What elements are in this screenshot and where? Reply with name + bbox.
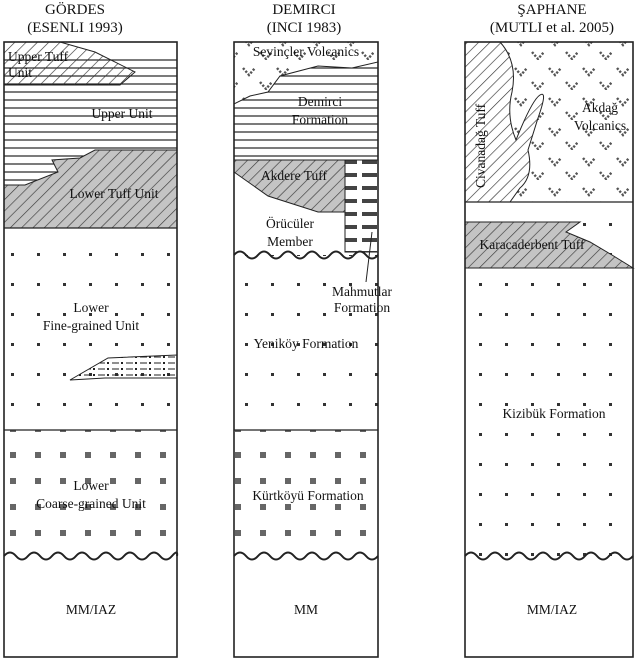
label-mahmutlar-formation-2: Formation — [334, 300, 390, 315]
label-kurtkoyu-formation: Kürtköyü Formation — [252, 488, 364, 503]
column-frame — [233, 41, 379, 658]
label-demirci-formation: Demirci — [298, 94, 342, 109]
mahmutlar-formation-layer — [344, 159, 379, 253]
yenikoy-formation-layer — [234, 255, 378, 430]
mahmutlar-leader-line — [365, 231, 373, 283]
label-lower-fine-grained: Lower — [73, 300, 109, 315]
label-civanadag-tuff: Civanadağ Tuff — [473, 103, 488, 188]
civanadag-tuff-layer — [464, 41, 544, 203]
label-basement: MM — [294, 602, 318, 617]
column-source-gordes: (ESENLI 1993) — [27, 20, 122, 36]
label-yenikoy-formation: Yeniköy Formation — [254, 336, 359, 351]
kurtkoyu-formation-layer — [234, 430, 378, 556]
label-karacaderbent-tuff: Karacaderbent Tuff — [479, 237, 585, 252]
label-basement: MM/IAZ — [66, 602, 116, 617]
column-gordes: GÖRDES (ESENLI 1993) Upper Tuff Unit Upp… — [3, 1, 179, 658]
column-title-demirci: DEMIRCI — [272, 2, 335, 18]
label-oruculer-member: Örücüler — [266, 216, 314, 231]
column-source-demirci: (INCI 1983) — [267, 20, 342, 36]
column-source-saphane: (MUTLI et al. 2005) — [490, 20, 614, 36]
label-lower-coarse-grained: Lower — [73, 478, 109, 493]
label-basement: MM/IAZ — [527, 602, 577, 617]
label-akdag-volcanics: Akdağ — [582, 100, 618, 115]
lower-fine-grained-layer — [4, 228, 177, 430]
column-saphane: ŞAPHANE (MUTLI et al. 2005) Civanadağ Tu… — [464, 2, 635, 658]
label-upper-unit: Upper Unit — [91, 106, 152, 121]
column-frame — [464, 41, 634, 658]
lower-coarse-grained-layer — [4, 430, 177, 554]
label-upper-tuff-unit-2: Unit — [8, 65, 32, 80]
label-oruculer-member-2: Member — [267, 234, 313, 249]
unconformity-line — [233, 551, 379, 561]
label-demirci-formation-2: Formation — [292, 112, 348, 127]
unconformity-line-upper — [233, 250, 379, 260]
label-lower-fine-grained-2: Fine-grained Unit — [43, 318, 140, 333]
label-akdag-volcanics-2: Volcanics — [574, 118, 626, 133]
unconformity-line — [464, 551, 634, 561]
label-mahmutlar-formation: Mahmutlar — [332, 284, 392, 299]
column-demirci: DEMIRCI (INCI 1983) Sevinçler Volcanics … — [233, 2, 392, 658]
unconformity-line — [3, 551, 179, 561]
label-lower-tuff-unit: Lower Tuff Unit — [69, 186, 158, 201]
column-title-saphane: ŞAPHANE — [517, 2, 586, 18]
column-title-gordes: GÖRDES — [45, 1, 105, 18]
label-akdere-tuff: Akdere Tuff — [261, 168, 328, 183]
label-sevincler-volcanics: Sevinçler Volcanics — [253, 44, 359, 59]
label-lower-coarse-grained-2: Coarse-grained Unit — [36, 496, 146, 511]
label-upper-tuff-unit: Upper Tuff — [8, 49, 69, 64]
karacaderbent-tuff-layer — [464, 221, 635, 269]
label-kizibuk-formation: Kizibük Formation — [502, 406, 605, 421]
column-frame — [3, 41, 178, 658]
